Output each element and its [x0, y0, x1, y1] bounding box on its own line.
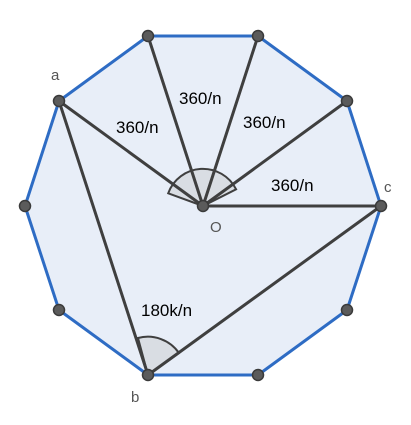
vertex-point: [52, 303, 66, 317]
radius-o-top-right: [201, 34, 260, 208]
chords: [57, 99, 383, 377]
vertex-point-b: [141, 368, 155, 382]
label-o: O: [210, 219, 222, 236]
inscribed-angle-label: 180k/n: [141, 301, 192, 320]
angle-label-2: 360/n: [179, 89, 222, 108]
vertex-point: [141, 29, 155, 43]
central-angle-marker: [166, 167, 238, 208]
angle-label-4: 360/n: [271, 176, 314, 195]
chord-ba: [57, 99, 150, 377]
vertex-point: [340, 94, 354, 108]
vertex-point: [18, 199, 32, 213]
label-a: a: [51, 67, 60, 84]
angle-label-1: 360/n: [116, 118, 159, 137]
vertices: [18, 29, 388, 382]
radii: [57, 34, 383, 208]
vertex-point: [251, 368, 265, 382]
angle-label-3: 360/n: [243, 113, 286, 132]
vertex-point: [251, 29, 265, 43]
center-point-o: [196, 199, 210, 213]
label-c: c: [384, 179, 392, 196]
radius-oa: [57, 99, 205, 208]
vertex-point-c: [374, 199, 388, 213]
vertex-point: [340, 303, 354, 317]
label-b: b: [131, 389, 139, 406]
vertex-point-a: [52, 94, 66, 108]
chord-bc: [146, 204, 383, 377]
radius-o-right-upper: [201, 99, 349, 208]
radius-o-top-left: [146, 34, 205, 208]
